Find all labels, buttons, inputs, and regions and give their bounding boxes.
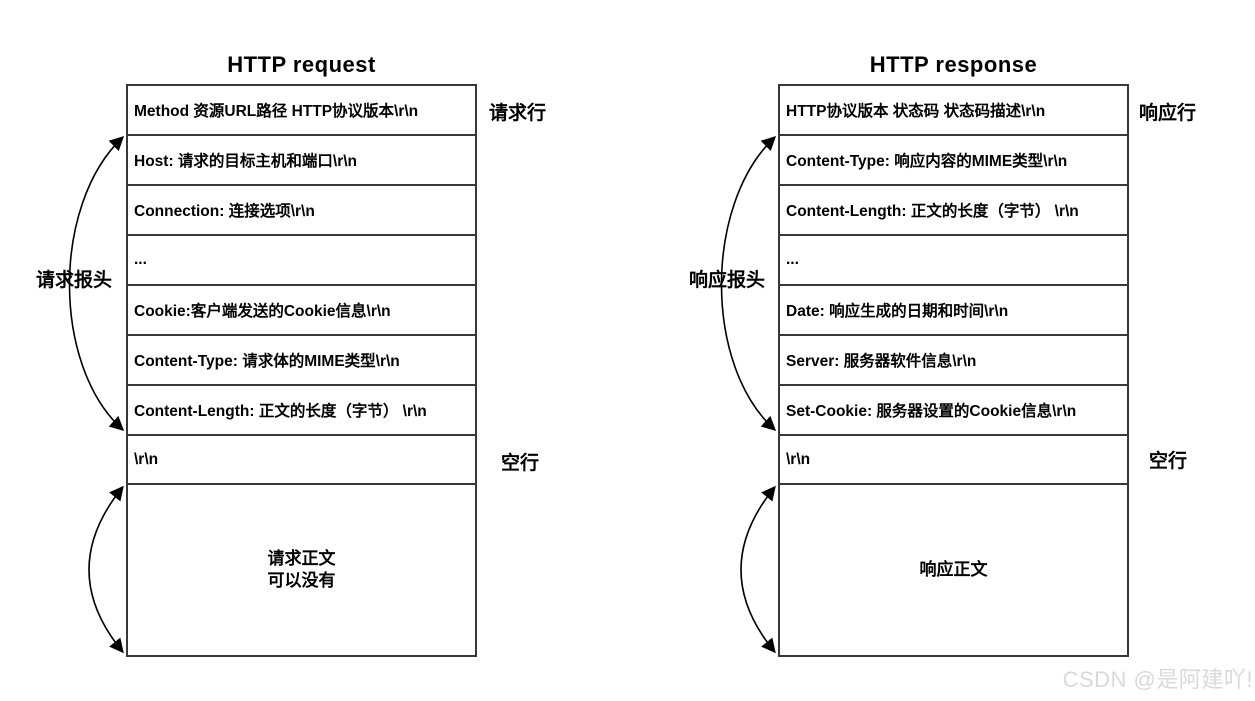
- response-body-arrow: [740, 485, 776, 654]
- request-line-label: 请求行: [489, 103, 547, 124]
- request-headers-label: 请求报头: [36, 270, 113, 291]
- request-table: Method 资源URL路径 HTTP协议版本\r\n Host: 请求的目标主…: [126, 84, 477, 657]
- response-row-set-cookie: Set-Cookie: 服务器设置的Cookie信息\r\n: [780, 386, 1127, 436]
- response-body-line1: 响应正文: [919, 559, 988, 579]
- response-headers-label: 响应报头: [689, 270, 766, 291]
- request-row-host: Host: 请求的目标主机和端口\r\n: [128, 136, 475, 186]
- request-body-line2: 可以没有: [267, 571, 336, 590]
- response-body-cell: 响应正文: [780, 485, 1127, 655]
- csdn-watermark: CSDN @是阿建吖!: [1062, 667, 1253, 692]
- request-row-blank-line: \r\n: [128, 436, 475, 485]
- request-body-line1: 请求正文: [267, 548, 336, 568]
- request-row-content-length: Content-Length: 正文的长度（字节） \r\n: [128, 386, 475, 436]
- response-title: HTTP response: [869, 52, 1038, 77]
- response-row-date: Date: 响应生成的日期和时间\r\n: [780, 286, 1127, 336]
- response-row-content-type: Content-Type: 响应内容的MIME类型\r\n: [780, 136, 1127, 186]
- response-row-content-length: Content-Length: 正文的长度（字节） \r\n: [780, 186, 1127, 236]
- response-line-label: 响应行: [1139, 103, 1197, 124]
- request-row-content-type: Content-Type: 请求体的MIME类型\r\n: [128, 336, 475, 386]
- request-row-start-line: Method 资源URL路径 HTTP协议版本\r\n: [128, 86, 475, 136]
- request-row-ellipsis: ...: [128, 236, 475, 286]
- request-body-cell: 请求正文 可以没有: [128, 485, 475, 655]
- request-row-connection: Connection: 连接选项\r\n: [128, 186, 475, 236]
- response-row-server: Server: 服务器软件信息\r\n: [780, 336, 1127, 386]
- request-row-cookie: Cookie:客户端发送的Cookie信息\r\n: [128, 286, 475, 336]
- request-blank-label: 空行: [501, 453, 540, 474]
- request-title: HTTP request: [227, 52, 376, 77]
- response-row-ellipsis: ...: [780, 236, 1127, 286]
- response-blank-label: 空行: [1149, 451, 1188, 472]
- response-table: HTTP协议版本 状态码 状态码描述\r\n Content-Type: 响应内…: [778, 84, 1129, 657]
- request-body-arrow: [88, 485, 124, 654]
- response-row-blank-line: \r\n: [780, 436, 1127, 485]
- response-row-status-line: HTTP协议版本 状态码 状态码描述\r\n: [780, 86, 1127, 136]
